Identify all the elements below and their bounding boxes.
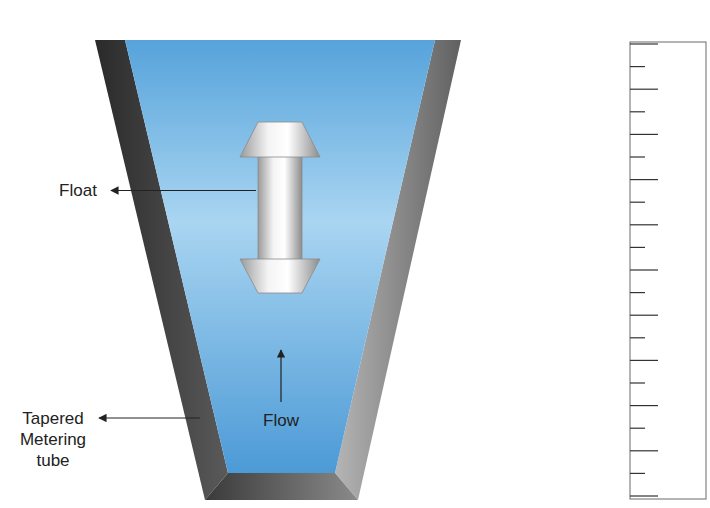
scale-panel [630,42,706,499]
scale-tick [630,269,658,270]
metering-tube [95,40,461,500]
scale-tick [630,156,645,157]
leader-line [99,417,200,418]
leader-line [111,190,256,191]
scale-tick [630,382,645,383]
scale-tick [630,360,658,361]
scale-tick [630,202,645,203]
scale-tick [630,111,645,112]
scale-tick [630,473,645,474]
scale-tick [630,405,658,406]
float-top-cone [240,122,320,157]
tube-wall-bottom [205,473,358,500]
liquid [125,40,435,473]
flow-label: Flow [255,410,307,431]
scale-tick [630,292,645,293]
scale-tick [630,495,658,496]
scale-tick [630,89,658,90]
scale-tick [630,179,658,180]
scale-tick [630,247,645,248]
scale-tick [630,337,645,338]
scale [630,42,706,499]
scale-tick [630,134,658,135]
scale-tick [630,43,658,44]
float [240,122,320,293]
flow-arrow [280,350,281,402]
float-bottom-cone [240,259,320,293]
scale-tick [630,66,645,67]
scale-tick [630,428,645,429]
float-stem [258,156,302,260]
scale-tick [630,315,658,316]
scale-tick [630,224,658,225]
float-label: Float [50,180,106,201]
scale-tick [630,450,658,451]
part-label: Tapered Metering tube [12,408,94,471]
